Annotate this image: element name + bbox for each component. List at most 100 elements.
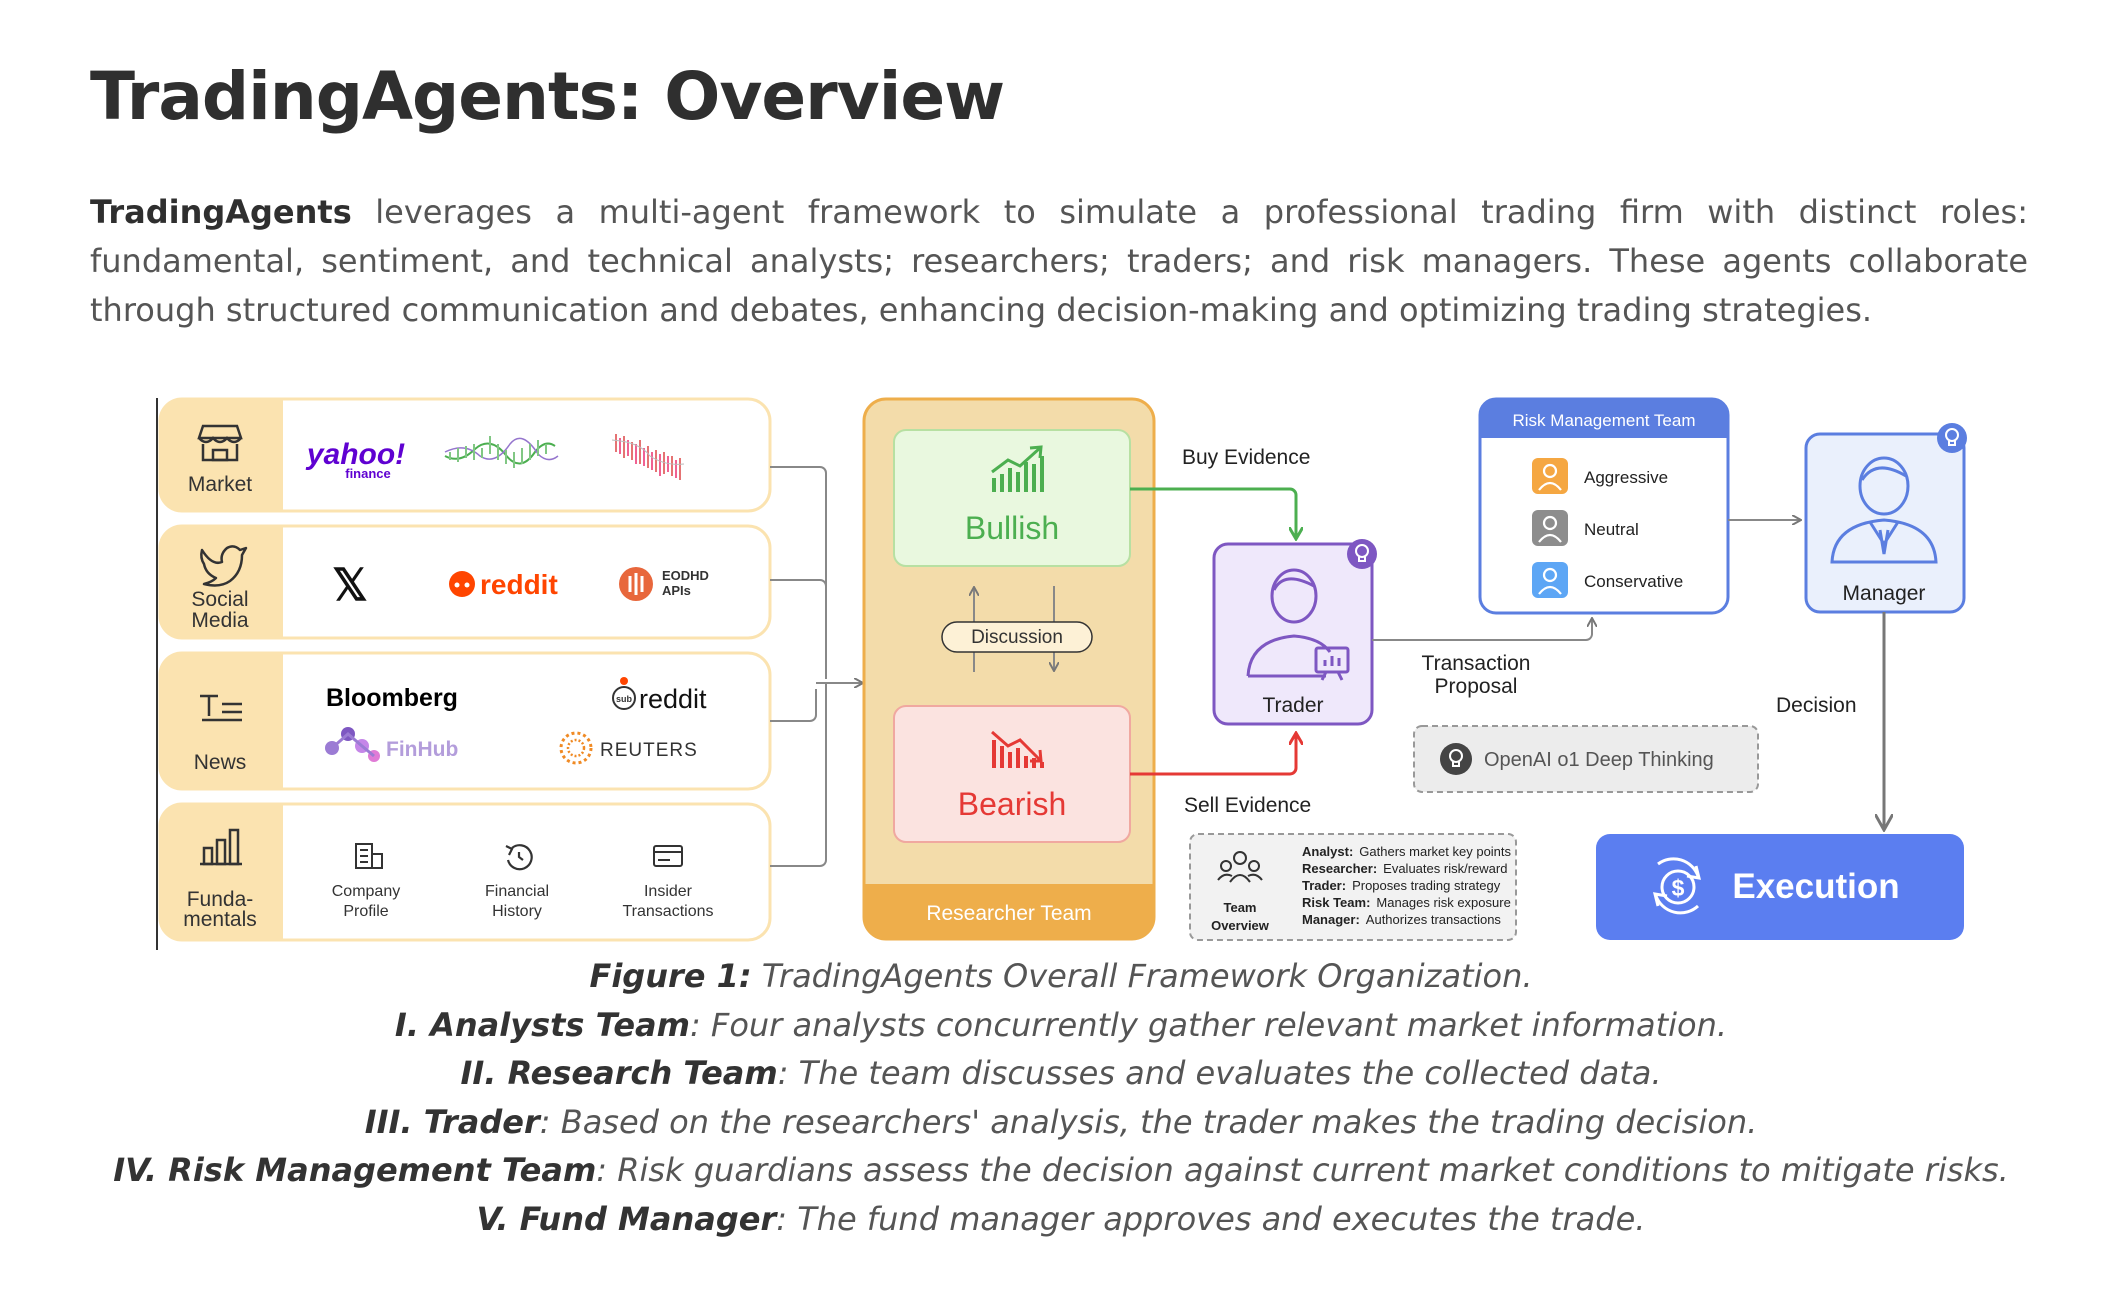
trader-idea-badge	[1347, 539, 1377, 569]
bearish-chart-icon	[991, 730, 1044, 768]
proposal-label-1: Transaction	[1422, 652, 1531, 675]
candlestick-chart-icon	[611, 434, 685, 480]
bearish-label: Bearish	[958, 786, 1067, 822]
researcher-team-label: Researcher Team	[926, 902, 1091, 925]
analyst-fundamentals: Funda- mentals Company Profile Financial…	[158, 802, 772, 942]
eodhd-logo: EODHD APIs	[619, 567, 709, 601]
insider-transactions-label-1: Insider	[644, 883, 693, 900]
team-overview-label-2: Overview	[1211, 918, 1270, 933]
analyst-connectors	[770, 466, 862, 867]
x-logo: 𝕏	[332, 561, 367, 610]
caption-bold: V. Fund Manager	[476, 1199, 777, 1238]
bar-chart-icon	[200, 828, 242, 866]
caption-bold: III. Trader	[364, 1102, 540, 1141]
discussion-label: Discussion	[971, 627, 1063, 648]
bullish-chart-icon	[991, 445, 1044, 492]
trader-person-icon	[1246, 568, 1350, 681]
caption-text: : Four analysts concurrently gather rele…	[689, 1005, 1728, 1044]
overview-role: Researcher:	[1302, 861, 1377, 876]
caption-text: : Based on the researchers' analysis, th…	[539, 1102, 1758, 1141]
fundamentals-label-2: mentals	[183, 908, 257, 931]
risk-item-neutral: Neutral	[1584, 520, 1639, 539]
overview-desc: Evaluates risk/reward	[1383, 861, 1507, 876]
yahoo-text: yahoo!	[305, 438, 405, 471]
caption-line: III. Trader: Based on the researchers' a…	[0, 1098, 2122, 1147]
financial-history-label-1: Financial	[485, 883, 549, 900]
store-icon	[197, 424, 243, 462]
discussion-pill	[941, 621, 1093, 653]
overview-desc: Proposes trading strategy	[1352, 878, 1501, 893]
intro-paragraph: TradingAgents leverages a multi-agent fr…	[90, 188, 2028, 335]
caption-line: Figure 1: TradingAgents Overall Framewor…	[0, 952, 2122, 1001]
twitter-bird-icon	[200, 545, 248, 587]
news-icon	[200, 694, 242, 722]
caption-text: : Risk guardians assess the decision aga…	[596, 1151, 2009, 1189]
building-icon	[355, 843, 383, 869]
news-label: News	[194, 751, 247, 774]
overview-role: Trader:	[1302, 878, 1346, 893]
overview-role: Risk Team:	[1302, 895, 1370, 910]
lightbulb-icon	[1449, 749, 1463, 767]
svg-text:Trader:Proposes trading strate: Trader: Proposes trading strategy	[1302, 878, 1501, 893]
reddit-logo: reddit	[449, 569, 558, 600]
svg-text:Risk Team:Manages risk exposur: Risk Team:Manages risk exposure	[1302, 895, 1511, 910]
reddit-text: reddit	[480, 569, 558, 600]
bullish-box: Bullish	[893, 429, 1131, 567]
team-group-icon	[1217, 851, 1263, 883]
market-label: Market	[188, 473, 252, 496]
caption-bold: Figure 1:	[589, 957, 752, 995]
finhub-text: FinHub	[386, 738, 458, 761]
caption-text: : The team discusses and evaluates the c…	[777, 1054, 1662, 1092]
manager-idea-badge	[1937, 423, 1967, 453]
person-icon	[1538, 515, 1562, 543]
team-overview-box: Team Overview Analyst:Gathers market key…	[1189, 833, 1517, 941]
svg-text:Researcher:Evaluates risk/rewa: Researcher: Evaluates risk/reward	[1302, 861, 1507, 876]
manager-box: Manager	[1804, 423, 1967, 614]
execution-box: $ Execution	[1596, 834, 1964, 940]
reddit-sub-logo: sub reddit	[612, 677, 707, 714]
caption-line: IV. Risk Management Team: Risk guardians…	[0, 1146, 2122, 1195]
proposal-arrow	[1372, 619, 1592, 641]
reuters-text: REUTERS	[600, 740, 698, 761]
social-label-2: Media	[191, 609, 249, 632]
overview-rows: Analyst:Gathers market key points Resear…	[1302, 844, 1512, 927]
lightbulb-icon	[1355, 544, 1369, 562]
proposal-label-2: Proposal	[1435, 675, 1518, 698]
fundamentals-label-1: Funda-	[187, 888, 254, 911]
caption-text: TradingAgents Overall Framework Organiza…	[751, 957, 1533, 995]
finhub-logo: FinHub	[325, 727, 458, 762]
manager-label: Manager	[1843, 582, 1926, 605]
openai-label: OpenAI o1 Deep Thinking	[1484, 749, 1714, 771]
caption-text: : The fund manager approves and executes…	[776, 1199, 1646, 1238]
overview-role: Manager:	[1302, 912, 1360, 927]
lightbulb-icon	[1945, 428, 1959, 446]
framework-diagram: Market yahoo! finance Social Media 𝕏 red…	[156, 397, 1967, 950]
overview-desc: Gathers market key points	[1359, 844, 1511, 859]
overview-desc: Authorizes transactions	[1366, 912, 1502, 927]
caption-bold: II. Research Team	[460, 1054, 778, 1092]
risk-team-box: Risk Management Team Aggressive Neutral …	[1478, 397, 1730, 615]
sell-evidence-arrow	[1130, 734, 1296, 776]
card-icon	[653, 845, 683, 867]
caption-bold: I. Analysts Team	[394, 1005, 690, 1044]
bullish-label: Bullish	[965, 510, 1059, 546]
reddit-news-text: reddit	[639, 684, 707, 714]
caption-bold: IV. Risk Management Team	[113, 1151, 597, 1189]
market-wave-chart-icon	[444, 436, 559, 468]
openai-box: OpenAI o1 Deep Thinking	[1413, 725, 1759, 793]
trader-label: Trader	[1262, 694, 1323, 717]
caption-line: I. Analysts Team: Four analysts concurre…	[0, 1001, 2122, 1050]
eodhd-text-1: EODHD	[662, 568, 709, 583]
insider-transactions-label-2: Transactions	[623, 903, 714, 920]
analyst-news: News Bloomberg sub reddit FinHub REUTERS	[158, 651, 772, 791]
eodhd-text-2: APIs	[662, 583, 691, 598]
dollar-cycle-icon	[1652, 857, 1702, 915]
risk-item-conservative: Conservative	[1584, 572, 1683, 591]
researcher-team: Researcher Team Bullish Discussion Beari…	[862, 397, 1156, 941]
figure-caption: Figure 1: TradingAgents Overall Framewor…	[0, 952, 2122, 1243]
buy-evidence-label: Buy Evidence	[1182, 446, 1310, 469]
person-icon	[1538, 463, 1562, 491]
svg-text:Manager:Authorizes transaction: Manager: Authorizes transactions	[1302, 912, 1501, 927]
dollar-symbol: $	[1672, 875, 1685, 901]
bearish-box: Bearish	[893, 705, 1131, 843]
